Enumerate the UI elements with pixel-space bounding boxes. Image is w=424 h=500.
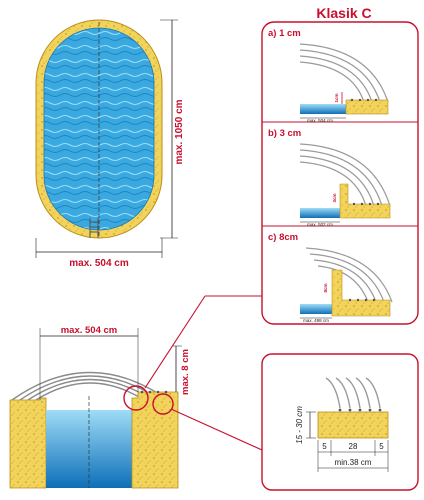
detail-callout-step (123, 385, 149, 411)
base-detail-panel: 15 - 30 cm 5 28 5 min.38 cm (261, 353, 419, 491)
base-segment-3: 5 (379, 442, 384, 451)
option-c-step: 8cm (323, 283, 328, 292)
option-b-label: b) 3 cm (268, 128, 301, 139)
title: Klasik C (316, 5, 371, 21)
right-ground (131, 391, 179, 489)
side-height-label: max. 8 cm (180, 349, 191, 395)
option-a-dim: max. 504 cm (307, 118, 333, 123)
option-c-label: c) 8cm (268, 232, 298, 243)
side-width-label: max. 504 cm (61, 325, 118, 336)
options-panel: a) 1 cm 1cm max. 504 cm b) 3 cm (261, 21, 419, 325)
top-length-label: max. 1050 cm (174, 99, 185, 164)
option-c-dim: max. 498 cm (303, 318, 329, 323)
option-a-label: a) 1 cm (268, 28, 301, 39)
base-segment-2: 28 (349, 442, 358, 451)
option-c: c) 8cm 8cm max. 498 cm (268, 232, 393, 323)
option-b: b) 3 cm 3cm max. 502 cm (268, 128, 391, 227)
option-b-step: 3cm (332, 193, 337, 202)
option-b-dim: max. 502 cm (307, 222, 333, 227)
option-a-step: 1cm (334, 93, 339, 102)
left-ground (9, 397, 47, 489)
base-segment-1: 5 (322, 442, 327, 451)
side-view: max. 504 cm max. 8 cm (9, 325, 191, 489)
ladder-icon (89, 218, 99, 238)
base-height-label: 15 - 30 cm (295, 406, 304, 444)
option-a: a) 1 cm 1cm max. 504 cm (268, 28, 389, 123)
base-foundation (317, 411, 389, 439)
top-view: max. 504 cm max. 1050 cm (35, 19, 185, 269)
top-width-label: max. 504 cm (69, 258, 129, 269)
base-total-label: min.38 cm (335, 458, 372, 467)
detail-callout-base (152, 393, 174, 415)
callout-connectors (144, 295, 263, 451)
